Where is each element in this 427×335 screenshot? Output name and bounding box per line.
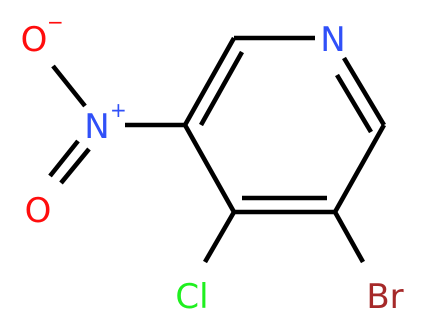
bond-nitro-n-o2-inner <box>48 139 80 178</box>
bond-nitro-n-o1 <box>51 64 87 108</box>
atom-o1-charge: − <box>47 10 64 34</box>
bond-c4-c3 <box>182 123 237 214</box>
atom-n1-label: N <box>320 20 345 60</box>
bond-n1-c6 <box>342 56 386 127</box>
bond-nitro-n-o2 <box>59 147 91 185</box>
atom-nitro-n-label: N <box>84 107 109 147</box>
bond-c6-c5 <box>332 123 387 214</box>
bond-c3-c2 <box>182 36 237 127</box>
bond-n1-c6-inner <box>335 73 373 134</box>
atom-o2-label: O <box>25 191 52 231</box>
bond-c5-br <box>332 210 366 264</box>
atom-cl-label: Cl <box>175 277 208 317</box>
atom-nitro-n-charge: + <box>110 98 127 122</box>
atom-br-label: Br <box>366 277 403 317</box>
bond-c4-cl <box>203 210 236 264</box>
atom-o1-label: O <box>21 20 48 60</box>
bond-c3-c2-inner <box>198 50 245 127</box>
atom-o1: O − <box>21 10 64 60</box>
atom-nitro-n: N + <box>84 98 126 147</box>
